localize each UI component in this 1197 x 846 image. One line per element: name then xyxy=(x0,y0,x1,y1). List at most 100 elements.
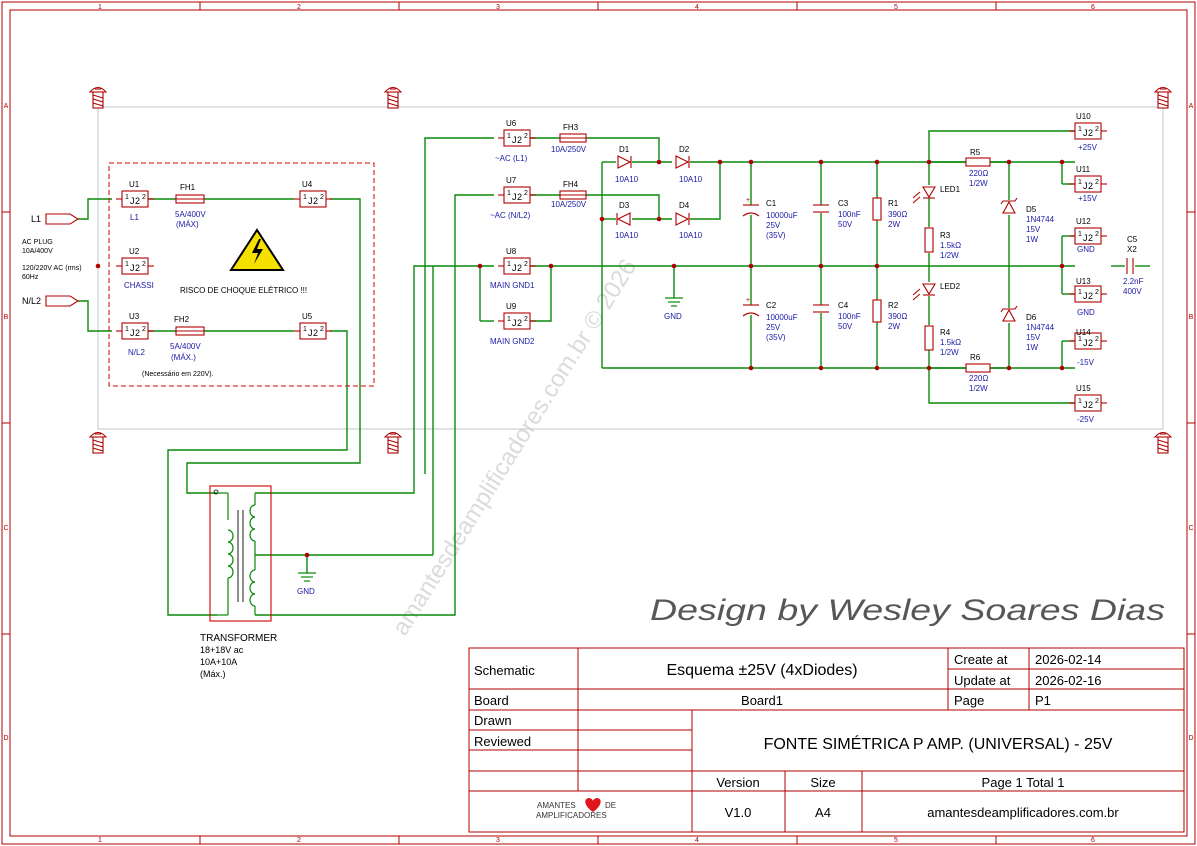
junction-dots xyxy=(95,159,1065,558)
svg-text:U13: U13 xyxy=(1076,277,1091,286)
svg-text:~AC (L1): ~AC (L1) xyxy=(495,154,528,163)
svg-text:MAIN GND2: MAIN GND2 xyxy=(490,337,535,346)
svg-text:U1: U1 xyxy=(129,180,140,189)
fuse-fh1: FH1 5A/400V (MÁX) xyxy=(175,183,206,229)
board-label: Board xyxy=(474,693,509,708)
svg-text:(35V): (35V) xyxy=(766,231,786,240)
svg-text:1W: 1W xyxy=(1026,235,1038,244)
svg-text:390Ω: 390Ω xyxy=(888,312,907,321)
ac-plug-specs: AC PLUG 10A/400V 120/220V AC (rms) 60Hz xyxy=(22,239,82,281)
svg-text:AMPLIFICADORES: AMPLIFICADORES xyxy=(536,811,607,820)
update-label: Update at xyxy=(954,673,1011,688)
ground-symbol-transformer: GND xyxy=(297,572,316,596)
connector-u5: U5 xyxy=(293,312,333,340)
svg-text:D1: D1 xyxy=(619,145,630,154)
resistor-r6: R6 220Ω 1/2W xyxy=(965,353,991,393)
project-title: FONTE SIMÉTRICA P AMP. (UNIVERSAL) - 25V xyxy=(764,734,1113,753)
svg-text:1/2W: 1/2W xyxy=(969,179,988,188)
svg-text:(MÁX.): (MÁX.) xyxy=(171,353,196,362)
diode-d4: D4 10A10 xyxy=(675,201,703,240)
svg-text:U5: U5 xyxy=(302,312,313,321)
svg-text:AMANTES: AMANTES xyxy=(537,801,576,810)
grid-col-1-top: 1 xyxy=(98,4,102,11)
svg-text:FH2: FH2 xyxy=(174,315,190,324)
grid-row-a-left: A xyxy=(4,103,9,110)
grid-row-c-left: C xyxy=(3,525,8,532)
schematic-value: Esquema ±25V (4xDiodes) xyxy=(666,662,857,679)
svg-text:R4: R4 xyxy=(940,328,951,337)
svg-text:U7: U7 xyxy=(506,176,517,185)
mounting-screw-icon xyxy=(89,86,107,109)
svg-text:D5: D5 xyxy=(1026,205,1037,214)
grid-row-b-right: B xyxy=(1189,314,1194,321)
connector-u11: U11 +15V xyxy=(1068,165,1108,203)
grid-col-4-top: 4 xyxy=(695,4,699,11)
website: amantesdeamplificadores.com.br xyxy=(927,805,1119,820)
warning-text: RISCO DE CHOQUE ELÉTRICO !!! xyxy=(180,286,307,295)
nl2-label: N/L2 xyxy=(22,296,41,306)
svg-text:15V: 15V xyxy=(1026,333,1041,342)
svg-text:-15V: -15V xyxy=(1077,358,1095,367)
svg-text:C1: C1 xyxy=(766,199,777,208)
size-label: Size xyxy=(810,775,835,790)
svg-text:D2: D2 xyxy=(679,145,690,154)
svg-text:1.5kΩ: 1.5kΩ xyxy=(940,241,961,250)
version-label: Version xyxy=(716,775,759,790)
svg-text:10A10: 10A10 xyxy=(615,175,639,184)
mounting-screw-icon xyxy=(384,86,402,109)
svg-text:10000uF: 10000uF xyxy=(766,211,798,220)
capacitor-c4: C4 100nF 50V xyxy=(813,301,861,331)
grid-row-d-right: D xyxy=(1188,735,1193,742)
svg-text:FH4: FH4 xyxy=(563,180,579,189)
diode-d1: D1 10A10 xyxy=(615,145,639,184)
svg-text:220Ω: 220Ω xyxy=(969,169,988,178)
svg-text:D6: D6 xyxy=(1026,313,1037,322)
resistor-r3: R3 1.5kΩ 1/2W xyxy=(924,227,961,260)
l1-label: L1 xyxy=(31,214,41,224)
grid-row-a-right: A xyxy=(1189,103,1194,110)
grid-col-1-bottom: 1 xyxy=(98,837,102,844)
ac-plug-nl2: N/L2 xyxy=(22,295,80,307)
connector-u2: U2 CHASSI xyxy=(115,247,155,290)
capacitor-c3: C3 100nF 50V xyxy=(813,199,861,229)
connector-u12: U12 GND xyxy=(1068,217,1108,254)
transformer: TRANSFORMER 18+18V ac 10A+10A (Máx.) xyxy=(200,485,277,679)
svg-text:GND: GND xyxy=(1077,308,1095,317)
svg-text:10000uF: 10000uF xyxy=(766,313,798,322)
svg-text:L1: L1 xyxy=(130,213,139,222)
title-block: Schematic Esquema ±25V (4xDiodes) Create… xyxy=(468,647,1185,833)
svg-text:U6: U6 xyxy=(506,119,517,128)
board-value: Board1 xyxy=(741,693,783,708)
svg-text:50V: 50V xyxy=(838,220,853,229)
grid-col-5-bottom: 5 xyxy=(894,837,898,844)
svg-text:18+18V ac: 18+18V ac xyxy=(200,645,244,655)
connector-u8: U8 MAIN GND1 xyxy=(490,247,537,290)
drawn-label: Drawn xyxy=(474,713,512,728)
svg-text:CHASSI: CHASSI xyxy=(124,281,154,290)
connector-u14: U14 -15V xyxy=(1068,328,1108,367)
svg-text:50V: 50V xyxy=(838,322,853,331)
version-value: V1.0 xyxy=(725,805,752,820)
svg-text:-25V: -25V xyxy=(1077,415,1095,424)
svg-text:LED2: LED2 xyxy=(940,282,961,291)
svg-text:U8: U8 xyxy=(506,247,517,256)
high-voltage-warning-icon xyxy=(229,228,285,271)
resistor-r5: R5 220Ω 1/2W xyxy=(965,148,991,188)
brand-logo: AMANTES DE AMPLIFICADORES xyxy=(536,798,616,820)
svg-text:GND: GND xyxy=(1077,245,1095,254)
connector-u7: U7 ~AC (N/L2) xyxy=(490,176,537,220)
resistor-r2: R2 390Ω 2W xyxy=(872,299,907,331)
mounting-screw-icon xyxy=(1154,431,1172,454)
svg-text:R1: R1 xyxy=(888,199,899,208)
grid-col-4-bottom: 4 xyxy=(695,837,699,844)
svg-text:C5: C5 xyxy=(1127,235,1138,244)
svg-text:10A10: 10A10 xyxy=(679,231,703,240)
svg-text:+25V: +25V xyxy=(1078,143,1098,152)
svg-text:10A/400V: 10A/400V xyxy=(22,248,53,255)
svg-text:U9: U9 xyxy=(506,302,517,311)
svg-text:60Hz: 60Hz xyxy=(22,274,39,281)
svg-text:5A/400V: 5A/400V xyxy=(175,210,206,219)
svg-text:1/2W: 1/2W xyxy=(940,251,959,260)
fuse-fh4: FH4 10A/250V xyxy=(551,180,587,209)
